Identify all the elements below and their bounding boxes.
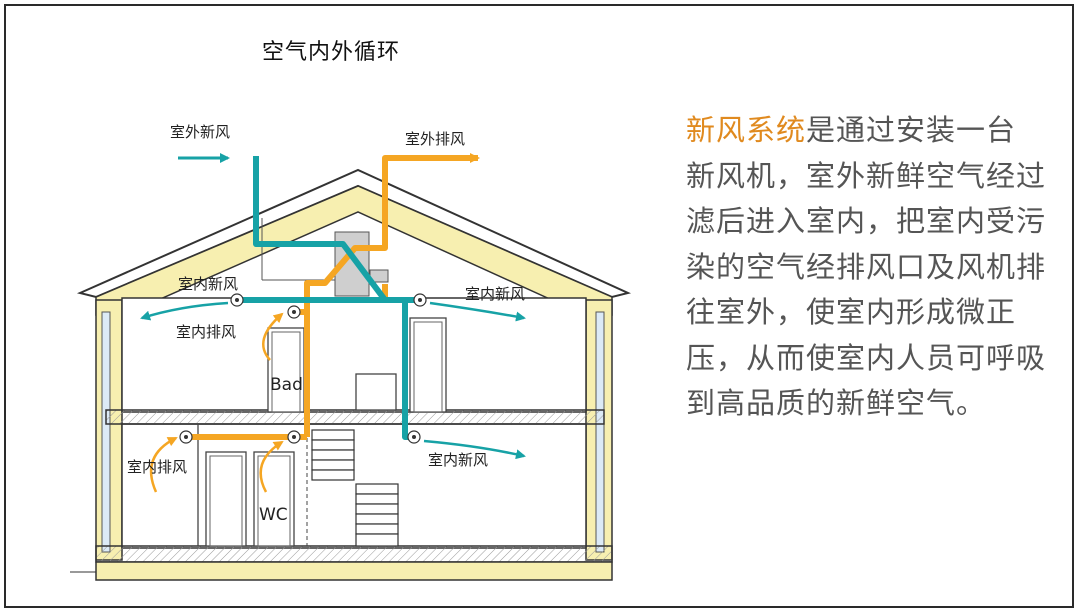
- diagram-title: 空气内外循环: [262, 40, 401, 65]
- label-outdoor-exhaust: 室外排风: [405, 130, 465, 148]
- label-indoor-fresh-upper-right: 室内新风: [465, 285, 525, 303]
- staircase: [311, 429, 399, 547]
- label-toilet: WC: [259, 505, 288, 525]
- label-outdoor-fresh-air: 室外新风: [170, 123, 230, 141]
- description-text: 新风系统是通过安装一台新风机，室外新鲜空气经过滤后进入室内，把室内受污染的空气经…: [686, 108, 1046, 427]
- diagram-frame: [4, 4, 1074, 608]
- interior-elements: [197, 317, 447, 547]
- floor-slabs: [70, 409, 613, 581]
- indoor-airflow-arrows: [140, 301, 526, 493]
- label-indoor-exhaust-lower: 室内排风: [127, 458, 187, 476]
- description-body: 是通过安装一台新风机，室外新鲜空气经过滤后进入室内，把室内受污染的空气经排风口及…: [686, 113, 1047, 420]
- description-highlight: 新风系统: [686, 113, 807, 147]
- label-indoor-fresh-lower: 室内新风: [428, 451, 488, 469]
- label-indoor-exhaust-upper: 室内排风: [176, 323, 236, 341]
- walls: [95, 297, 613, 561]
- label-bathroom: Bad: [270, 375, 303, 395]
- label-indoor-fresh-upper-left: 室内新风: [178, 275, 238, 293]
- vent-dots: [184, 298, 422, 439]
